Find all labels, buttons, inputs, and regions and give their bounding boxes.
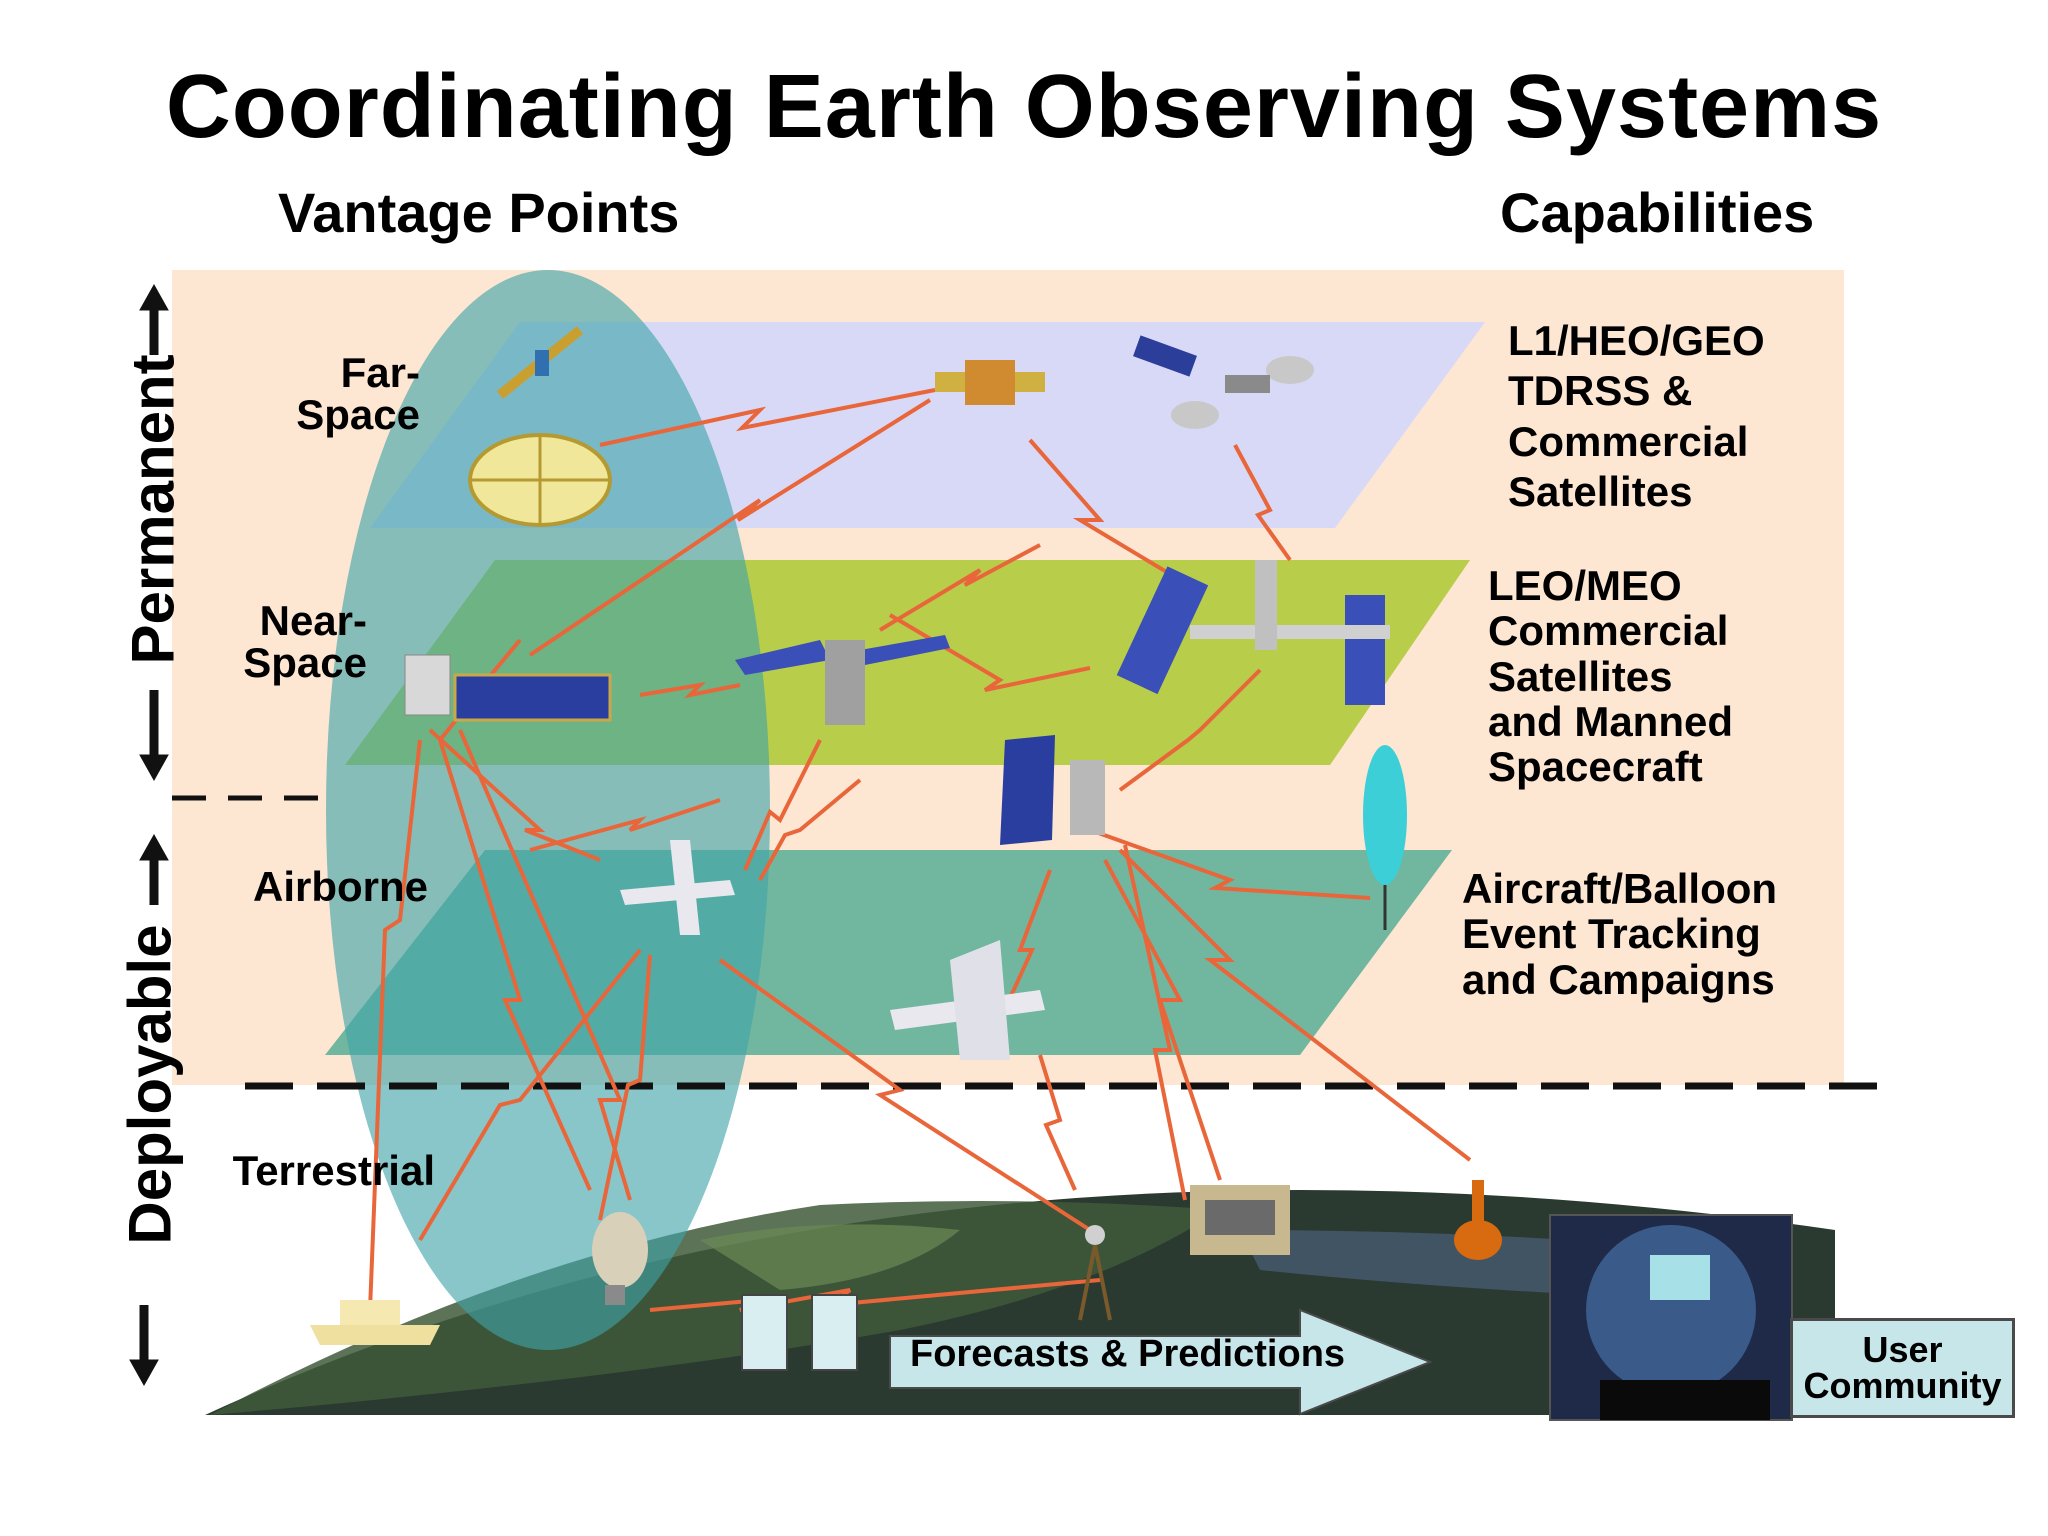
antenna-dish-icon [468, 433, 612, 527]
airborne-label: Airborne [252, 863, 428, 910]
vantage-ellipse [326, 270, 770, 1350]
earth-globe [205, 1189, 1835, 1415]
page-title: Coordinating Earth Observing Systems [165, 57, 1883, 157]
rover-icon [1190, 1185, 1290, 1255]
aircraft-icon [890, 940, 1045, 1060]
antenna-dish-icon [592, 1212, 648, 1305]
satellite-icon [404, 654, 612, 722]
satellite-icon [735, 635, 950, 725]
near-space-label: Near- Space [243, 597, 367, 686]
ship-icon [310, 1300, 440, 1345]
satellite-icon [935, 360, 1045, 405]
data-center-icon [741, 1294, 858, 1371]
vantage-points-header: Vantage Points [278, 181, 680, 244]
forecasts-label: Forecasts & Predictions [910, 1333, 1346, 1375]
permanent-axis-label: Permanent [119, 354, 187, 665]
tripod-sensor-icon [1078, 1225, 1112, 1321]
space-station-icon [1116, 560, 1390, 705]
audience-icon [1549, 1214, 1793, 1421]
far-space-label: Far- Space [296, 349, 420, 438]
satellite-icon [1133, 335, 1314, 429]
far-layer-capability: L1/HEO/GEO TDRSS & Commercial Satellites [1508, 317, 1765, 516]
air-layer-capability: Aircraft/Balloon Event Tracking and Camp… [1462, 865, 1778, 1003]
satellite-icon [1000, 735, 1105, 845]
user-community-box [1790, 1318, 2015, 1418]
near-layer-capability: LEO/MEO Commercial Satellites and Manned… [1488, 562, 1734, 791]
communication-links [368, 388, 1472, 1312]
user-community-label: User Community [1803, 1329, 2002, 1406]
capabilities-header: Capabilities [1500, 181, 1815, 244]
buoy-icon [1454, 1180, 1502, 1260]
axis-arrows [129, 283, 169, 1387]
deployable-axis-label: Deployable [116, 924, 184, 1245]
aircraft-icon [620, 840, 735, 935]
forecast-arrow [889, 1308, 1433, 1416]
balloon-icon [1363, 745, 1407, 930]
satellite-icon [496, 326, 584, 399]
terrestrial-label: Terrestrial [232, 1147, 435, 1194]
